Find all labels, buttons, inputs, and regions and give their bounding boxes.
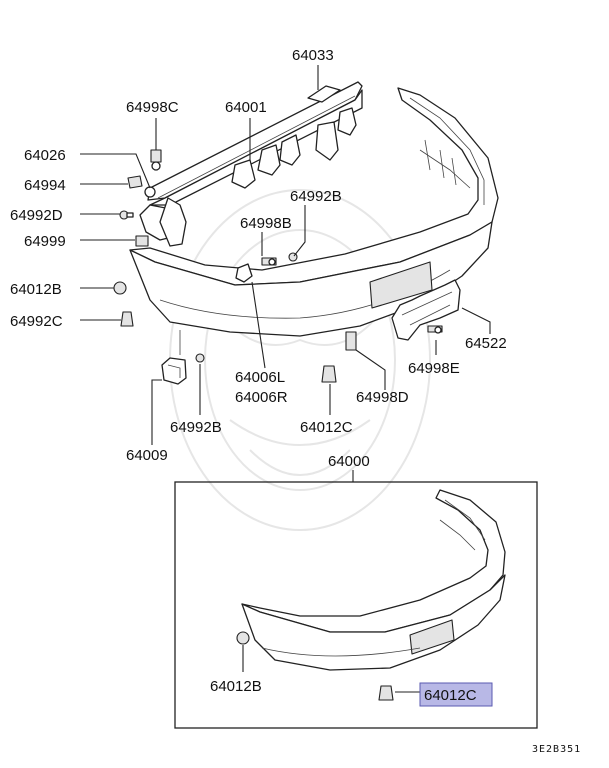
nut-64994: [127, 175, 143, 189]
screw-64992B-bottom: [195, 353, 205, 363]
part-64033-pad: [307, 85, 341, 103]
label-64006L[interactable]: 64006L: [235, 369, 285, 386]
label-64001[interactable]: 64001: [225, 99, 267, 116]
assembly-box-64000: [174, 481, 538, 729]
label-64009[interactable]: 64009: [126, 447, 168, 464]
watermark-crest: [169, 189, 431, 531]
screw-64998D: [345, 331, 357, 351]
highlight-box-64012C[interactable]: [419, 682, 493, 707]
clip-64012C-top: [321, 365, 337, 383]
label-64000[interactable]: 64000: [328, 453, 370, 470]
clip-64992C: [120, 311, 134, 327]
screw-64992D: [119, 210, 134, 220]
screw-64998B: [261, 257, 277, 266]
label-64012C-top[interactable]: 64012C: [300, 419, 353, 436]
label-64992B-bottom[interactable]: 64992B: [170, 419, 222, 436]
label-64012B-bottom[interactable]: 64012B: [210, 678, 262, 695]
screw-64998E: [427, 325, 443, 334]
retainer-64006: [235, 263, 253, 283]
label-64992D[interactable]: 64992D: [10, 207, 63, 224]
label-64999[interactable]: 64999: [24, 233, 66, 250]
clip-64012B-bottom: [236, 631, 250, 645]
label-64522[interactable]: 64522: [465, 335, 507, 352]
leader-lines: [80, 65, 491, 693]
fasteners: [113, 149, 443, 383]
label-64026[interactable]: 64026: [24, 147, 66, 164]
clip-64012B-top: [113, 281, 127, 295]
rear-bumper-assembly-lower: [236, 489, 506, 701]
label-64012B-top[interactable]: 64012B: [10, 281, 62, 298]
label-64033[interactable]: 64033: [292, 47, 334, 64]
part-64009-bracket: [161, 357, 187, 385]
label-64998C[interactable]: 64998C: [126, 99, 179, 116]
diagram-code: 3E2B351: [532, 744, 581, 755]
clip-64999: [135, 235, 149, 247]
callout-labels: 64033 64998C 64001 64026 64994 64992B 64…: [10, 47, 581, 755]
part-64522-bracket: [391, 279, 461, 341]
label-64012C-highlight[interactable]: 64012C: [424, 687, 477, 704]
clip-64012C-bottom: [378, 685, 394, 701]
label-64998E[interactable]: 64998E: [408, 360, 460, 377]
nut-64026: [144, 186, 156, 198]
label-64994[interactable]: 64994: [24, 177, 66, 194]
label-64992C[interactable]: 64992C: [10, 313, 63, 330]
label-64998D[interactable]: 64998D: [356, 389, 409, 406]
label-64992B-top[interactable]: 64992B: [290, 188, 342, 205]
label-64006R[interactable]: 64006R: [235, 389, 288, 406]
clip-64998C: [150, 149, 162, 171]
label-64998B[interactable]: 64998B: [240, 215, 292, 232]
bumper-reinforcement-64001: [139, 81, 363, 247]
